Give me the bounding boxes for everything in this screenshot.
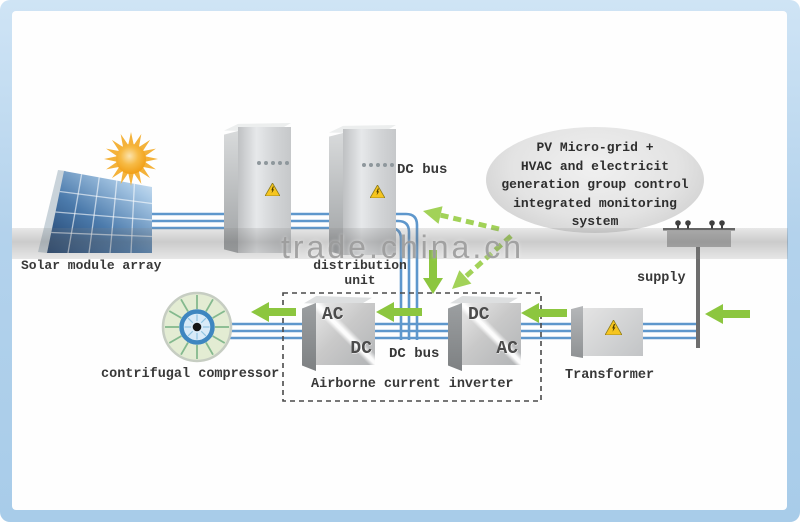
cube-top — [450, 296, 518, 305]
cube-side — [448, 303, 462, 371]
cloud-line: system — [571, 214, 619, 230]
warning-triangle-icon — [605, 320, 622, 335]
cloud-text: PV Micro-grid + HVAC and electricit gene… — [486, 139, 704, 232]
cloud-line: PV Micro-grid + — [536, 140, 654, 155]
supply-label: supply — [637, 271, 686, 286]
cabinet-vents — [362, 163, 394, 167]
insulator-icons — [675, 220, 725, 229]
watermark-text: trade.china.cn — [281, 229, 525, 265]
cube-front — [462, 303, 521, 365]
inverter-ac-dc: AC DC — [302, 293, 375, 371]
monitoring-system-cloud: PV Micro-grid + HVAC and electricit gene… — [486, 127, 704, 233]
transformer-side — [571, 306, 583, 358]
inverter-label-top: AC — [322, 305, 344, 325]
cloud-line: generation group control — [501, 177, 689, 193]
distribution-cabinet-1 — [224, 123, 291, 253]
cube-front — [316, 303, 375, 365]
cabinet-vents — [257, 161, 289, 165]
power-flow-arrows — [251, 250, 750, 324]
transformer-front — [583, 308, 643, 356]
distribution-cabinet-2 — [329, 125, 396, 255]
transformer-label: Transformer — [565, 368, 655, 383]
inverter-group-outline — [282, 292, 542, 402]
control-signal-arrows — [423, 206, 513, 289]
diagram-canvas — [12, 11, 787, 510]
inverter-label-bottom: AC — [496, 339, 518, 359]
solar-array-label: Solar module array — [21, 258, 162, 273]
inverter-label-bottom: DC — [350, 339, 372, 359]
distribution-unit-line1: distribution — [313, 258, 407, 273]
cloud-line: integrated monitoring — [513, 195, 677, 211]
distribution-unit-label: distribution unit — [300, 258, 420, 288]
cube-side — [302, 303, 316, 371]
power-pole — [663, 220, 735, 348]
warning-triangle-icon — [265, 183, 280, 196]
dc-bus-top-label: DC bus — [397, 162, 448, 178]
solar-panel-icon — [38, 170, 153, 254]
transformer-box — [571, 303, 643, 358]
compressor-icon — [161, 291, 233, 363]
warning-triangle-icon — [370, 185, 385, 198]
sun-icon — [104, 132, 158, 186]
distribution-unit-line2: unit — [344, 273, 376, 288]
watermark-band — [12, 228, 788, 259]
compressor-label: contrifugal compressor — [101, 367, 280, 382]
dc-bus-mid-label: DC bus — [389, 346, 440, 362]
cabinet-front — [343, 129, 396, 255]
cloud-line: HVAC and electricit — [520, 158, 670, 174]
inverter-group-label: Airborne current inverter — [311, 377, 514, 392]
cabinet-front — [238, 127, 291, 253]
cabinet-side — [224, 131, 238, 253]
cube-top — [304, 296, 372, 305]
inverter-dc-ac: DC AC — [448, 293, 521, 371]
inverter-label-top: DC — [468, 305, 490, 325]
cabinet-side — [329, 133, 343, 255]
